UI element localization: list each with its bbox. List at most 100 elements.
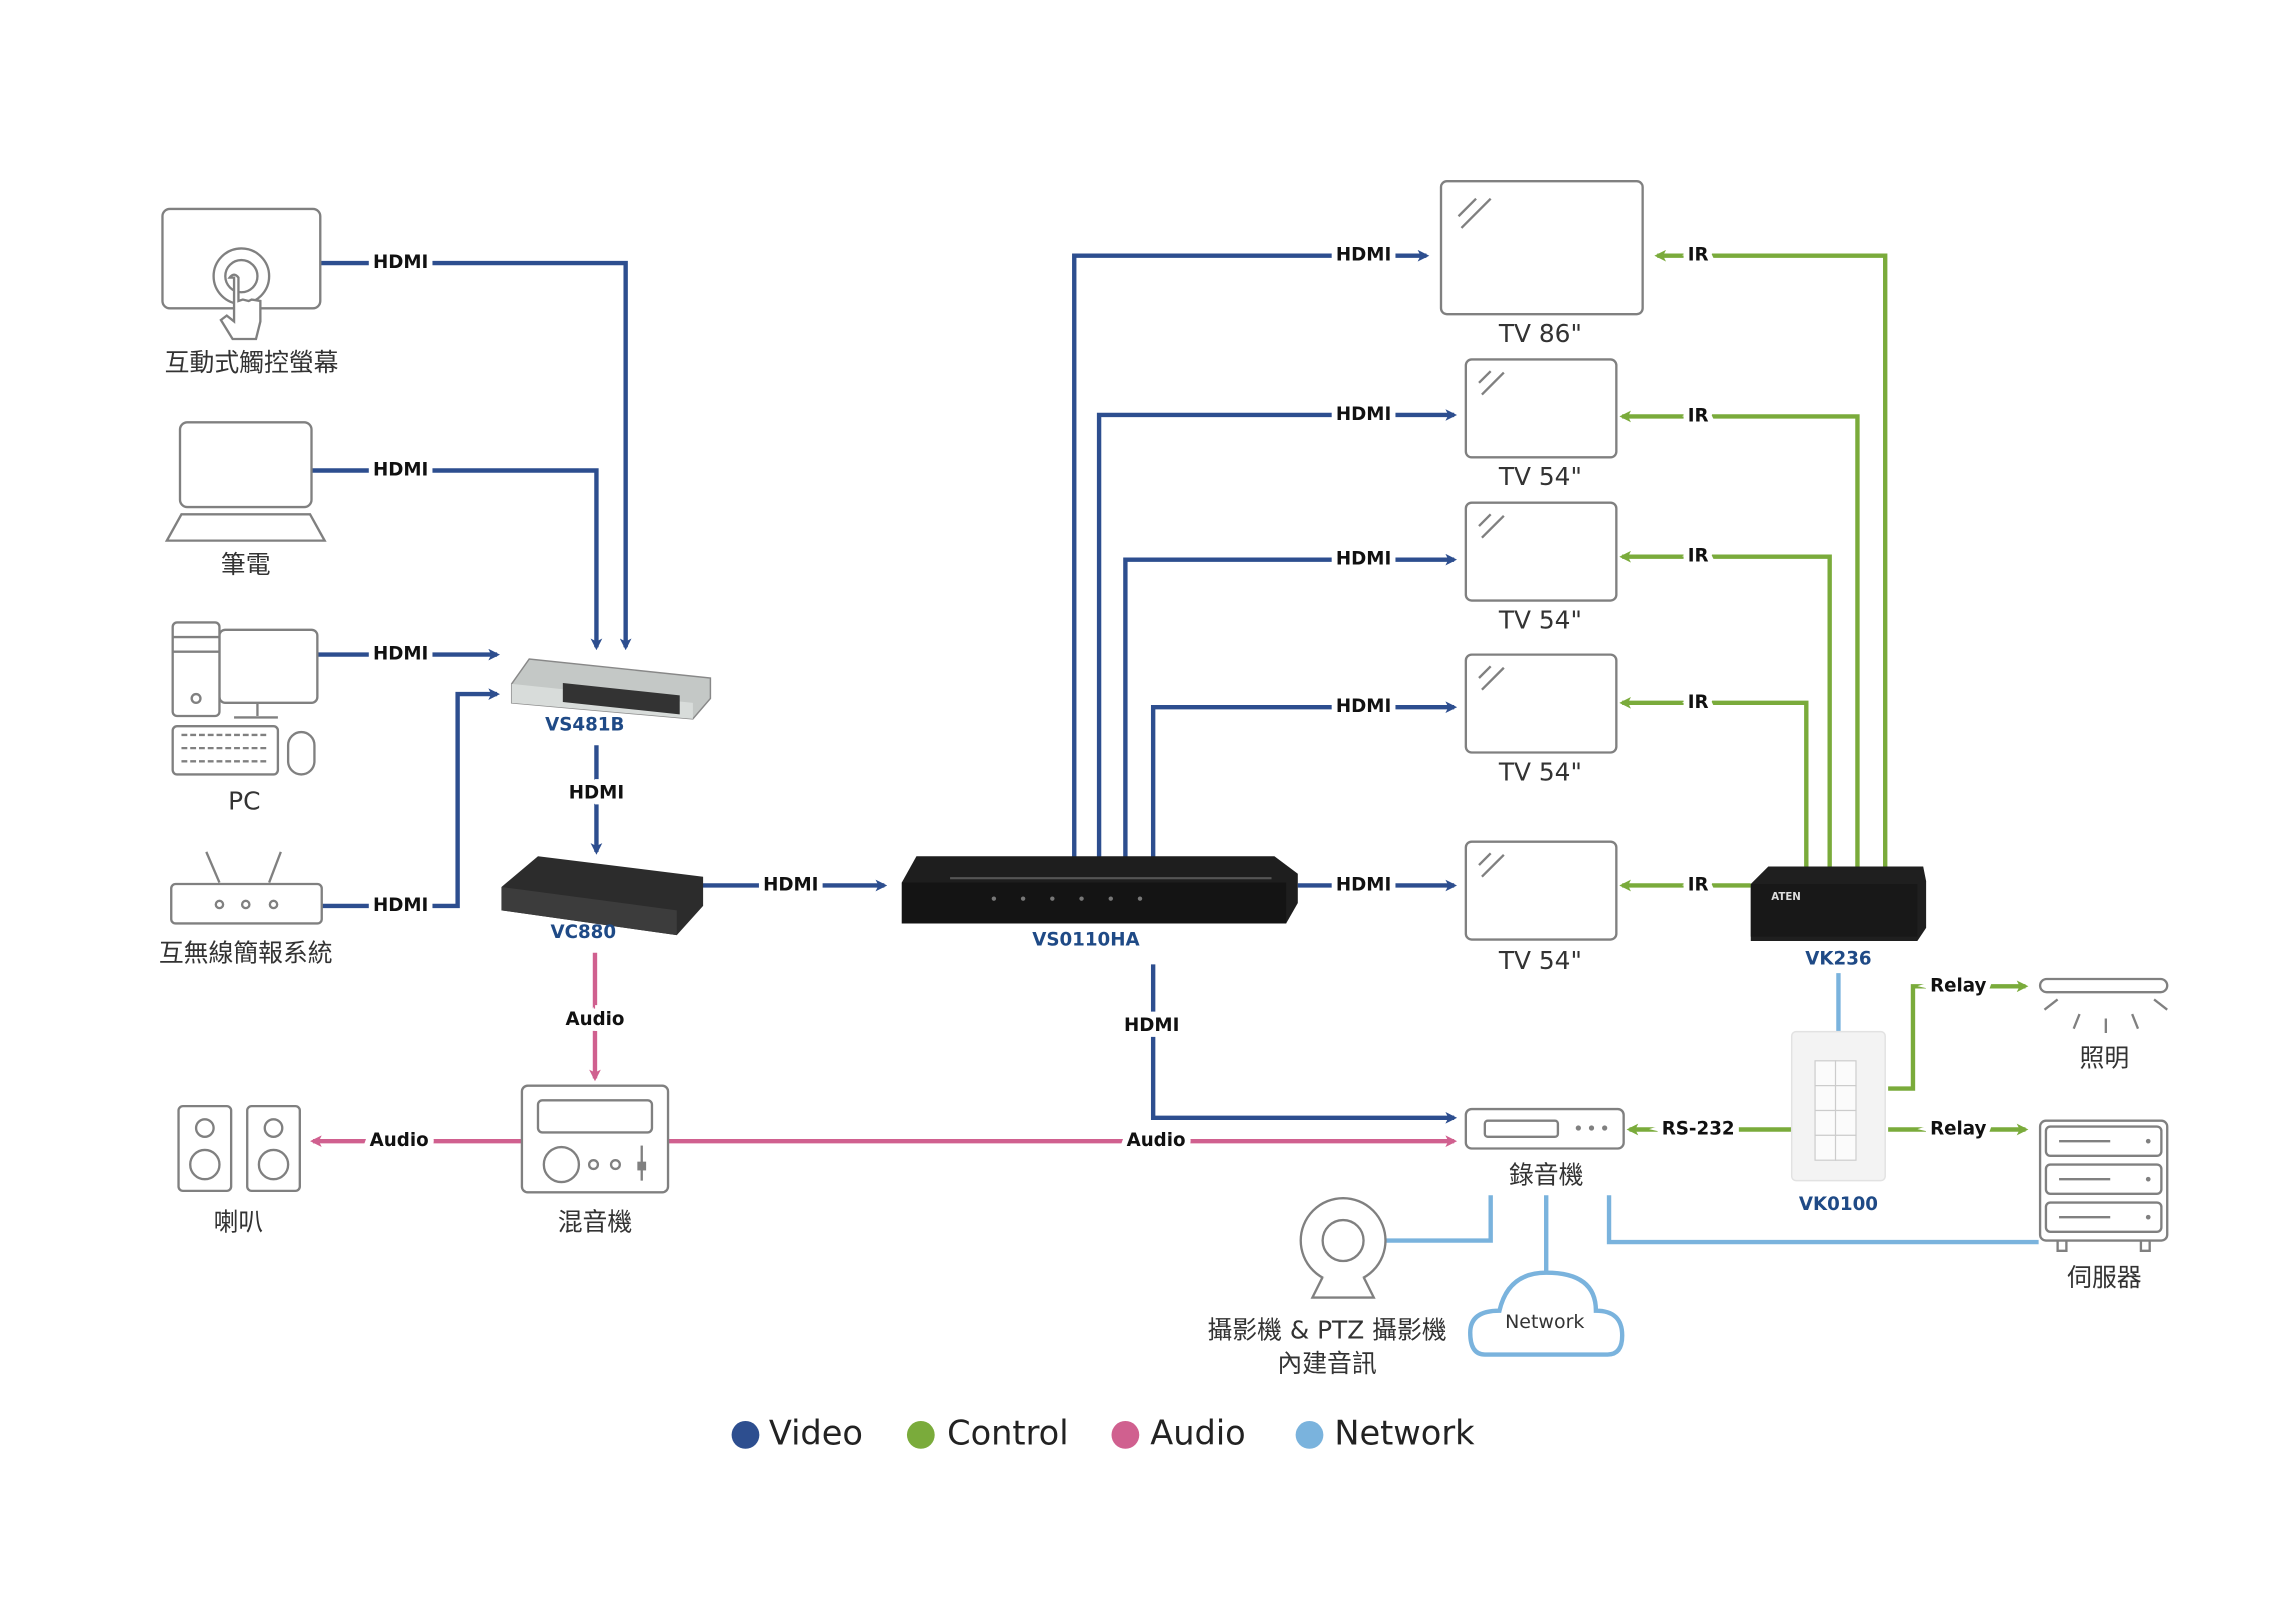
- legend-swatch: [1295, 1421, 1324, 1449]
- legend-label: Control: [947, 1413, 1068, 1452]
- link-vk0100-lighting: [1888, 980, 2029, 1091]
- link-label: HDMI: [373, 644, 428, 665]
- vc880-device: VC880: [501, 856, 704, 943]
- svg-text:ATEN: ATEN: [1771, 892, 1801, 903]
- link-label: HDMI: [1336, 874, 1391, 895]
- link-label: IR: [1688, 874, 1709, 895]
- link-label: HDMI: [763, 874, 818, 895]
- link-label: IR: [1688, 692, 1709, 713]
- link-vs0110ha-tv2: [1096, 409, 1458, 863]
- tv-54-3: TV 54": [1464, 653, 1618, 786]
- pc-device: PC: [171, 621, 319, 815]
- model-label: VK0100: [1799, 1194, 1878, 1215]
- link-label: HDMI: [569, 782, 624, 803]
- link-vk236-tv1: [1654, 249, 1888, 871]
- speakers-device: 喇叭: [177, 1104, 301, 1236]
- link-label: IR: [1688, 546, 1709, 567]
- audio-links: Audio Audio Audio: [310, 952, 1458, 1157]
- device-name: TV 54": [1498, 605, 1582, 634]
- server-device: 伺服器: [2038, 1119, 2169, 1292]
- link-laptop-vs481b: [311, 468, 603, 651]
- device-name: TV 54": [1498, 462, 1582, 491]
- device-name: TV 54": [1498, 946, 1582, 975]
- model-label: VK236: [1805, 948, 1871, 969]
- link-vk236-tv2: [1619, 410, 1860, 871]
- model-label: VC880: [550, 922, 616, 943]
- mixer-device: 混音機: [520, 1084, 670, 1236]
- device-name: 攝影機 & PTZ 攝影機: [1207, 1315, 1446, 1344]
- device-name: 錄音機: [1509, 1161, 1584, 1190]
- device-name: TV 54": [1498, 757, 1582, 786]
- network-cloud: Network: [1468, 1270, 1625, 1357]
- vs0110ha-device: VS0110HA: [901, 856, 1298, 950]
- link-label: Relay: [1930, 1118, 1986, 1139]
- link-server-recorder: [1606, 1195, 2039, 1245]
- model-label: VS481B: [545, 715, 624, 736]
- recorder-device: 錄音機: [1464, 1107, 1625, 1190]
- link-label: HDMI: [1336, 696, 1391, 717]
- device-name: 互動式觸控螢幕: [165, 348, 339, 377]
- laptop-device: 筆電: [164, 421, 327, 579]
- link-label: HDMI: [373, 895, 428, 916]
- device-name: 內建音訊: [1277, 1349, 1376, 1378]
- network-links: [1385, 973, 2039, 1275]
- tv-54-1: TV 54": [1464, 358, 1618, 491]
- device-name: 伺服器: [2067, 1263, 2142, 1292]
- legend: Video Control Audio Network: [731, 1413, 1475, 1452]
- wireless-presentation-device: 互無線簡報系統: [159, 851, 333, 967]
- device-name: PC: [228, 786, 260, 815]
- vs481b-device: VS481B: [510, 658, 712, 736]
- tv-86: TV 86": [1439, 180, 1644, 348]
- link-label: HDMI: [1336, 404, 1391, 425]
- device-name: TV 86": [1498, 319, 1582, 348]
- legend-item-control: Control: [906, 1413, 1069, 1452]
- link-label: HDMI: [373, 252, 428, 273]
- device-name: 筆電: [221, 550, 271, 579]
- legend-swatch: [906, 1421, 935, 1449]
- legend-item-network: Network: [1295, 1413, 1475, 1452]
- legend-swatch: [1111, 1421, 1140, 1449]
- legend-label: Network: [1334, 1413, 1475, 1452]
- vk0100-device: VK0100: [1790, 1030, 1886, 1215]
- link-vs0110ha-recorder: [1150, 964, 1458, 1124]
- link-vs0110ha-tv4: [1150, 701, 1458, 863]
- link-label: HDMI: [1336, 549, 1391, 570]
- link-label: RS-232: [1662, 1118, 1735, 1139]
- model-label: VS0110HA: [1032, 929, 1140, 950]
- link-camera-recorder: [1385, 1195, 1493, 1243]
- lighting-device: 照明: [2038, 977, 2169, 1073]
- legend-item-audio: Audio: [1111, 1413, 1246, 1452]
- tv-54-2: TV 54": [1464, 501, 1618, 634]
- link-vs0110ha-tv3: [1123, 553, 1458, 863]
- link-label: Audio: [370, 1130, 429, 1151]
- device-name: 照明: [2080, 1044, 2130, 1073]
- legend-swatch: [731, 1421, 760, 1449]
- link-vk236-tv4: [1619, 696, 1809, 871]
- legend-label: Audio: [1150, 1413, 1245, 1452]
- legend-label: Video: [769, 1413, 863, 1452]
- link-label: IR: [1688, 405, 1709, 426]
- link-vs0110ha-tv1: [1072, 249, 1430, 863]
- link-label: Audio: [565, 1009, 624, 1030]
- device-name: 混音機: [558, 1207, 632, 1236]
- link-vk236-tv3: [1619, 550, 1832, 871]
- legend-item-video: Video: [731, 1413, 863, 1452]
- control-links: IR IR IR IR IR RS-232 Relay Relay: [1619, 239, 2029, 1145]
- link-label: Relay: [1930, 975, 1986, 996]
- touch-screen-device: 互動式觸控螢幕: [161, 207, 339, 377]
- link-touch-vs481b: [320, 260, 632, 651]
- tv-54-4: TV 54": [1464, 840, 1618, 975]
- link-wireless-vs481b: [321, 688, 500, 909]
- link-label: HDMI: [1124, 1015, 1179, 1036]
- vk236-device: ATEN VK236: [1750, 866, 1927, 969]
- link-label: HDMI: [373, 460, 428, 481]
- link-label: HDMI: [1336, 245, 1391, 266]
- video-links: HDMI HDMI HDMI HDMI HDMI HDMI HDMI HDMI …: [311, 239, 1458, 1124]
- camera-device: 攝影機 & PTZ 攝影機 內建音訊: [1207, 1197, 1447, 1378]
- link-label: Audio: [1127, 1130, 1186, 1151]
- device-name: 喇叭: [214, 1207, 264, 1236]
- network-cloud-label: Network: [1505, 1311, 1584, 1333]
- link-label: IR: [1688, 245, 1709, 266]
- device-name: 互無線簡報系統: [159, 938, 333, 967]
